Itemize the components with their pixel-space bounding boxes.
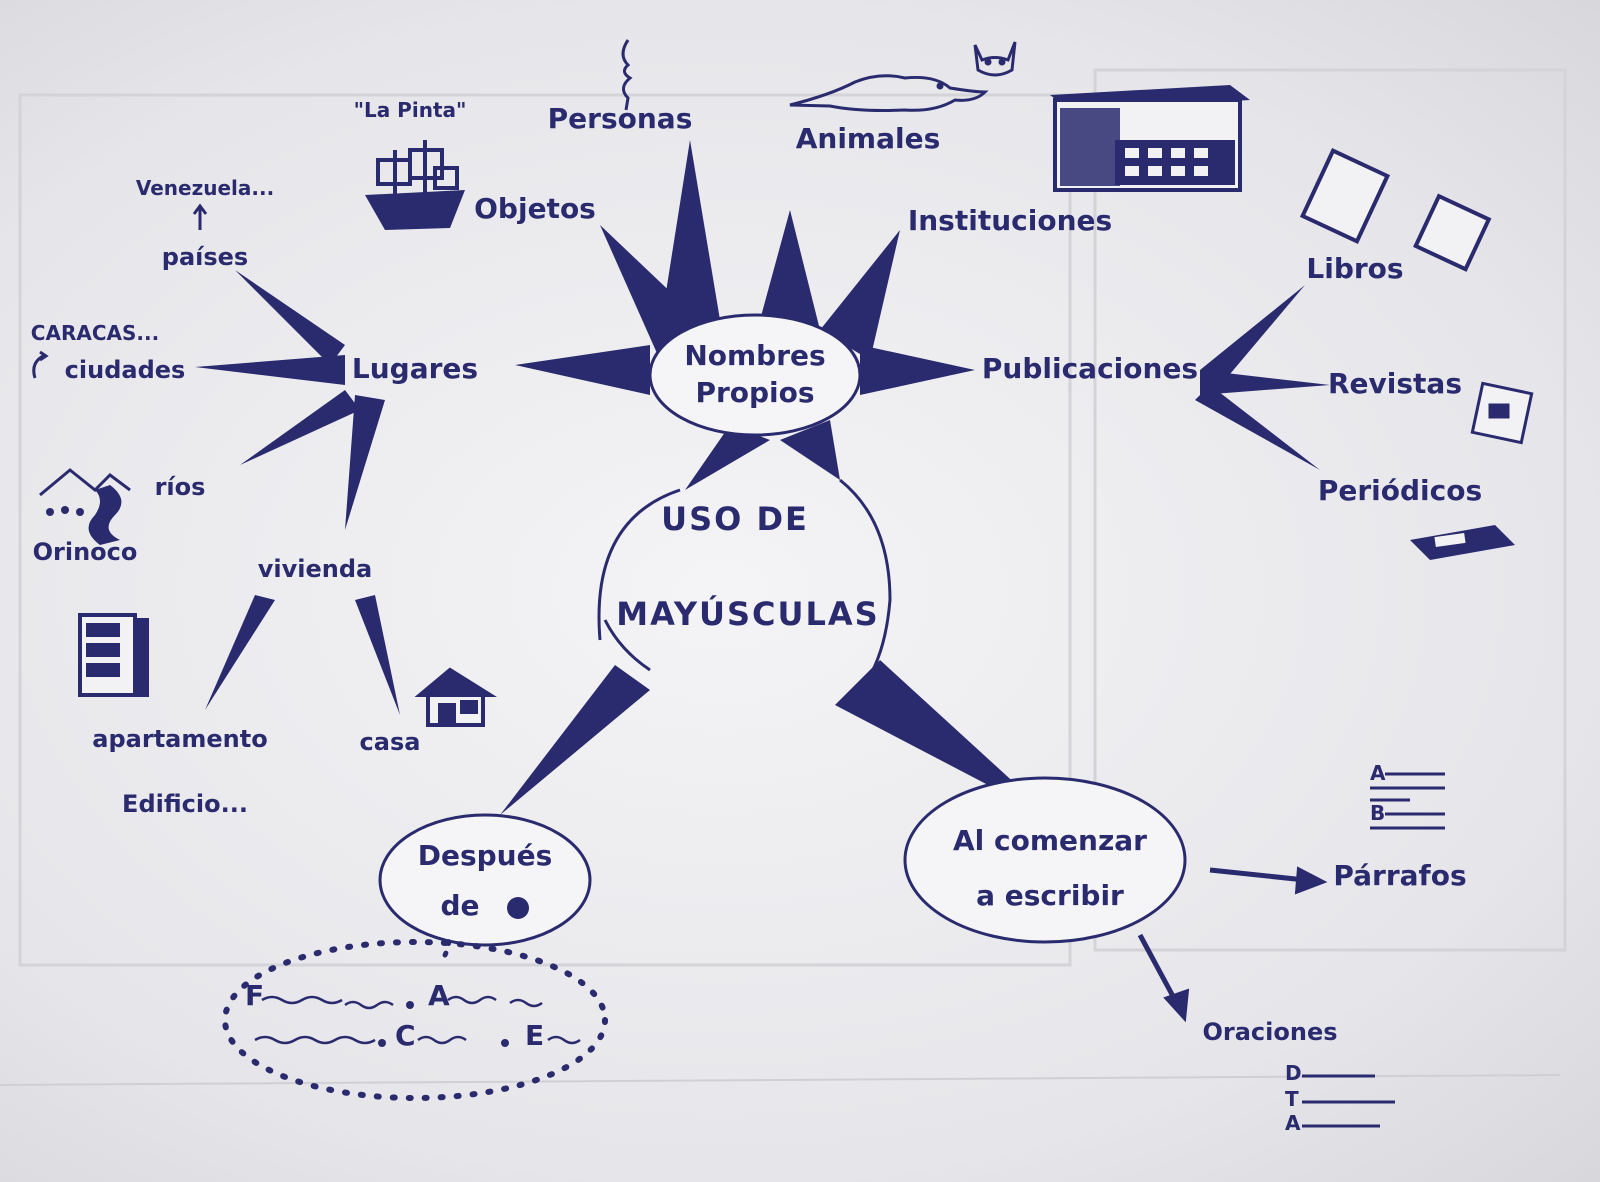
oraciones-label: Oraciones: [1202, 1018, 1337, 1046]
revistas-label: Revistas: [1328, 367, 1462, 400]
building-institution-icon: [1050, 85, 1250, 192]
paises-label: países: [162, 243, 248, 271]
page-frame-right: [1093, 68, 1567, 952]
newspaper-icon: [1410, 525, 1515, 560]
paragraph-letter-a: A: [1370, 761, 1386, 785]
comenzar-label: Al comenzar: [953, 824, 1147, 857]
propios-label: Propios: [695, 376, 814, 409]
comenzar-bubble: [903, 776, 1187, 944]
venezuela-label: Venezuela...: [136, 176, 274, 200]
nombres-propios-bubble: [648, 313, 862, 437]
page-frame: [18, 93, 1072, 967]
lugares-label: Lugares: [352, 352, 478, 385]
la-pinta-label: "La Pinta": [354, 98, 467, 122]
mayusculas-label: MAYÚSCULAS: [616, 594, 879, 633]
arrow-curve-icon: [32, 350, 49, 379]
publicaciones-star: [1195, 285, 1330, 470]
uso-de-label: USO DE: [661, 500, 809, 538]
example-letter-a: A: [428, 979, 450, 1012]
ray-apartamento: [205, 595, 275, 710]
ray-vivienda: [345, 395, 385, 530]
ray-personas: [660, 140, 720, 330]
personas-label: Personas: [548, 102, 693, 135]
publicaciones-label: Publicaciones: [982, 352, 1198, 385]
instituciones-label: Instituciones: [908, 204, 1112, 237]
despues-label: Después: [418, 839, 553, 872]
nombres-label: Nombres: [684, 339, 825, 372]
casa-label: casa: [360, 728, 421, 756]
ray-animales: [760, 210, 820, 330]
despues-bubble: [378, 813, 592, 947]
ray-bottom-left: [685, 425, 770, 490]
house-icon: [414, 667, 497, 727]
ray-despues: [500, 665, 650, 815]
arrow-to-parrafos-icon: [1209, 866, 1328, 895]
nombres-propios-star: [515, 140, 975, 490]
edificio-label: Edificio...: [122, 790, 248, 818]
ray-publicaciones: [860, 345, 975, 395]
page-bottom-line: [0, 1074, 1561, 1086]
dog-icon: [789, 74, 989, 112]
apartamento-label: apartamento: [92, 725, 267, 753]
de-label: de: [440, 889, 479, 922]
person-profile-icon: [621, 39, 633, 111]
ray-instituciones: [820, 230, 900, 360]
ray-casa: [355, 595, 400, 715]
parrafos-label: Párrafos: [1333, 859, 1466, 892]
example-dotted-tail: [442, 935, 452, 958]
cat-face-icon: [973, 41, 1017, 77]
ray-comenzar: [835, 660, 1055, 820]
apartment-building-icon: [78, 613, 149, 697]
ray-bottom-right: [780, 420, 840, 480]
ray-ciudades: [195, 355, 345, 385]
ship-icon: [365, 140, 465, 230]
paragraph-letter-b: B: [1370, 801, 1385, 825]
libros-label: Libros: [1306, 252, 1403, 285]
example-letter-f: F: [245, 979, 264, 1012]
sentence-letter-a: A: [1285, 1111, 1301, 1135]
example-sentence: F A C E: [245, 979, 581, 1052]
vivienda-label: vivienda: [258, 555, 372, 583]
sentence-letter-d: D: [1285, 1061, 1302, 1085]
sentence-letter-t: T: [1285, 1087, 1299, 1111]
escribir-label: a escribir: [976, 879, 1124, 912]
example-dotted-bubble: [222, 939, 608, 1101]
ray-periodicos: [1195, 385, 1320, 470]
ray-lugares: [515, 345, 650, 395]
objetos-label: Objetos: [474, 192, 596, 225]
magazine-icon: [1470, 381, 1534, 445]
example-letter-c: C: [395, 1019, 416, 1052]
lugares-star: [195, 270, 385, 530]
river-icon: [39, 468, 131, 545]
sentence-list-icon: D T A: [1285, 1061, 1395, 1135]
book-icon: [1299, 148, 1492, 272]
arrow-up-icon: [192, 203, 208, 230]
rios-label: ríos: [155, 473, 206, 501]
ray-objetos: [600, 225, 700, 360]
animales-label: Animales: [796, 122, 941, 155]
ray-revistas: [1200, 370, 1330, 395]
ciudades-label: ciudades: [65, 356, 186, 384]
ray-libros: [1200, 285, 1305, 380]
paragraph-example-icon: A B: [1370, 761, 1445, 830]
example-letter-e: E: [525, 1019, 544, 1052]
ray-paises: [235, 270, 345, 365]
arrow-to-oraciones-icon: [1137, 933, 1190, 1023]
orinoco-label: Orinoco: [33, 538, 138, 566]
ray-rios: [240, 390, 360, 465]
bottom-connectors: [500, 660, 1055, 820]
period-dot-icon: [507, 897, 529, 919]
periodicos-label: Periódicos: [1318, 474, 1482, 507]
caracas-label: CARACAS...: [31, 321, 159, 345]
vivienda-rays: [205, 595, 400, 715]
